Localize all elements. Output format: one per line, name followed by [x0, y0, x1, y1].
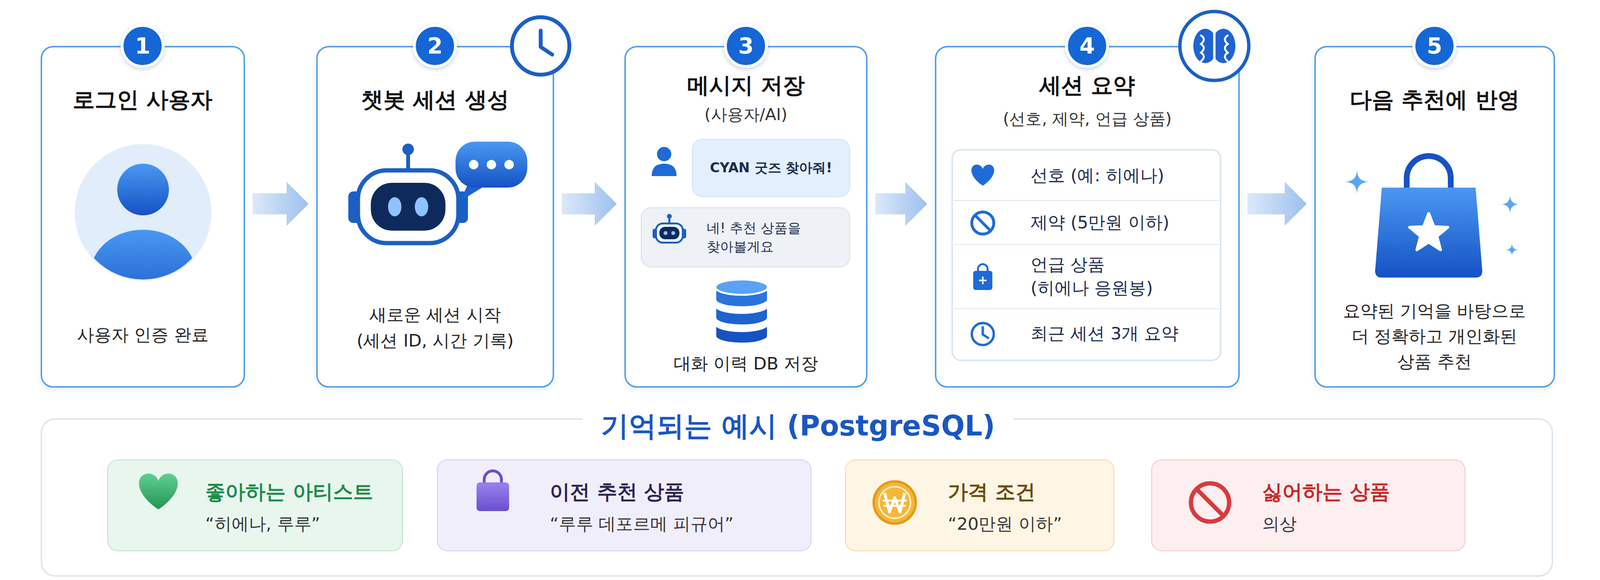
- step-title: 메시지 저장: [625, 68, 867, 103]
- step-title: 로그인 사용자: [42, 80, 244, 120]
- summary-item: 최근 세션 3개 요약: [1030, 309, 1218, 359]
- user-message-bubble: CYAN 굿즈 찾아줘!: [691, 138, 851, 198]
- step-subtitle: (선호, 제약, 언급 상품): [936, 106, 1239, 131]
- memory-heading: 가격 조건: [947, 477, 1106, 507]
- step-card: 챗봇 세션 생성새로운 세션 시작 (세션 ID, 시간 기록): [316, 45, 555, 388]
- memory-card: 싫어하는 상품의상: [1151, 459, 1466, 552]
- summary-item: 제약 (5만원 이하): [1030, 200, 1218, 245]
- memory-value: 의상: [1262, 510, 1454, 537]
- message-text: CYAN 굿즈 찾아줘!: [697, 139, 845, 197]
- step-number-badge: 3: [723, 23, 768, 68]
- step-number-badge: 5: [1412, 23, 1457, 68]
- step-subtitle: (사용자/AI): [625, 102, 867, 127]
- flow-arrow: [252, 181, 309, 226]
- memory-heading: 좋아하는 아티스트: [205, 477, 397, 507]
- step-card: 세션 요약 (선호, 제약, 언급 상품) 선호 (예: 히에나)제약 (5만원 이…: [934, 45, 1240, 388]
- flow-arrow: [875, 181, 928, 226]
- summary-item: 선호 (예: 히에나): [1030, 151, 1218, 200]
- step-desc: 요약된 기억을 바탕으로 더 정확하고 개인화된 상품 추천: [1336, 296, 1533, 376]
- memory-card: 가격 조건 “20만원 이하”: [844, 459, 1115, 552]
- panel-title: 기억되는 예시 (PostgreSQL): [582, 407, 1014, 446]
- step-title: 챗봇 세션 생성: [317, 80, 553, 120]
- step-title: 세션 요약: [936, 68, 1239, 103]
- flow-arrow: [1247, 181, 1307, 226]
- flow-arrow: [561, 181, 617, 226]
- memory-value: “히에나, 루루”: [205, 510, 397, 537]
- message-text: 네! 추천 상품을 찾아볼게요: [706, 208, 846, 267]
- summary-row: 선호 (예: 히에나): [953, 151, 1220, 201]
- memory-card: 이전 추천 상품 “루루 데포르메 피규어”: [436, 459, 812, 552]
- step-card: 다음 추천에 반영요약된 기억을 바탕으로 더 정확하고 개인화된 상품 추천: [1314, 45, 1556, 388]
- summary-item: 언급 상품 (히에나 응원봉): [1030, 244, 1189, 309]
- memory-panel: 기억되는 예시 (PostgreSQL)좋아하는 아티스트“히에나, 루루”이전…: [40, 418, 1554, 577]
- memory-heading: 이전 추천 상품: [549, 477, 799, 507]
- step-number-badge: 2: [412, 23, 457, 68]
- step-card: 메시지 저장(사용자/AI) 대화 이력 DB 저장 CYAN 굿즈 찾아줘! 네! …: [624, 45, 868, 388]
- step-number-badge: 1: [120, 23, 165, 68]
- memory-value: “20만원 이하”: [947, 510, 1106, 537]
- ai-message-bubble: 네! 추천 상품을 찾아볼게요: [640, 207, 851, 268]
- memory-heading: 싫어하는 상품: [1262, 477, 1454, 507]
- summary-row: 언급 상품 (히에나 응원봉): [953, 244, 1220, 310]
- memory-card: 좋아하는 아티스트 “히에나, 루루”: [107, 459, 403, 552]
- summary-row: 제약 (5만원 이하): [953, 200, 1220, 245]
- step-title: 다음 추천에 반영: [1315, 80, 1554, 120]
- step-card: 로그인 사용자사용자 인증 완료: [40, 45, 245, 388]
- step-desc: 새로운 세션 시작 (세션 ID, 시간 기록): [332, 294, 539, 362]
- step-number-badge: 4: [1065, 23, 1110, 68]
- memory-value: “루루 데포르메 피규어”: [549, 510, 804, 537]
- step-desc: 사용자 인증 완료: [51, 315, 234, 354]
- step-desc: 대화 이력 DB 저장: [625, 348, 867, 378]
- summary-row: 최근 세션 3개 요약: [953, 309, 1220, 360]
